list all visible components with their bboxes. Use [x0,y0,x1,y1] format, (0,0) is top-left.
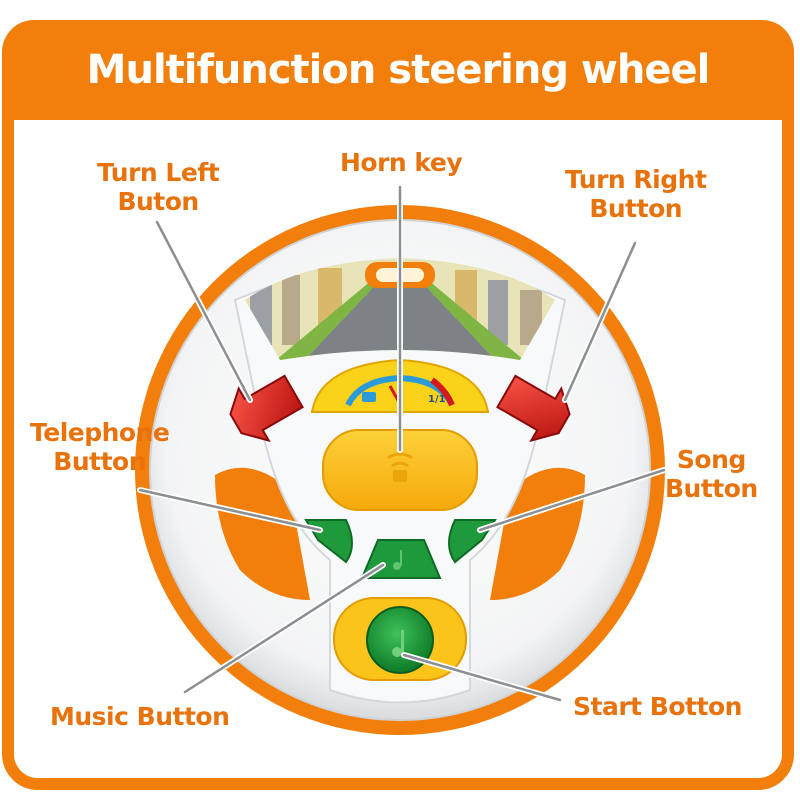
music-note-icon [392,630,404,657]
horn-key-label: Horn key [340,148,463,177]
song-button-label: Song Button [665,445,758,503]
horn-symbol-icon [387,452,413,468]
pointer-lines [138,185,666,702]
turn-left-label: Turn Left Buton [97,158,220,216]
page-title: Multifunction steering wheel [86,47,711,93]
turn-right-label: Turn Right Button [565,165,707,223]
gauge-value: 1/1 [428,394,446,405]
turn-right-button[interactable] [491,366,578,451]
title-bar: Multifunction steering wheel [2,20,794,120]
music-button-label: Music Button [50,702,230,731]
telephone-button-label: Telephone Button [30,418,170,476]
start-button-label: Start Botton [573,692,742,721]
music-note-icon [393,550,402,570]
fuel-icon [362,392,376,402]
turn-left-button[interactable] [221,366,308,451]
